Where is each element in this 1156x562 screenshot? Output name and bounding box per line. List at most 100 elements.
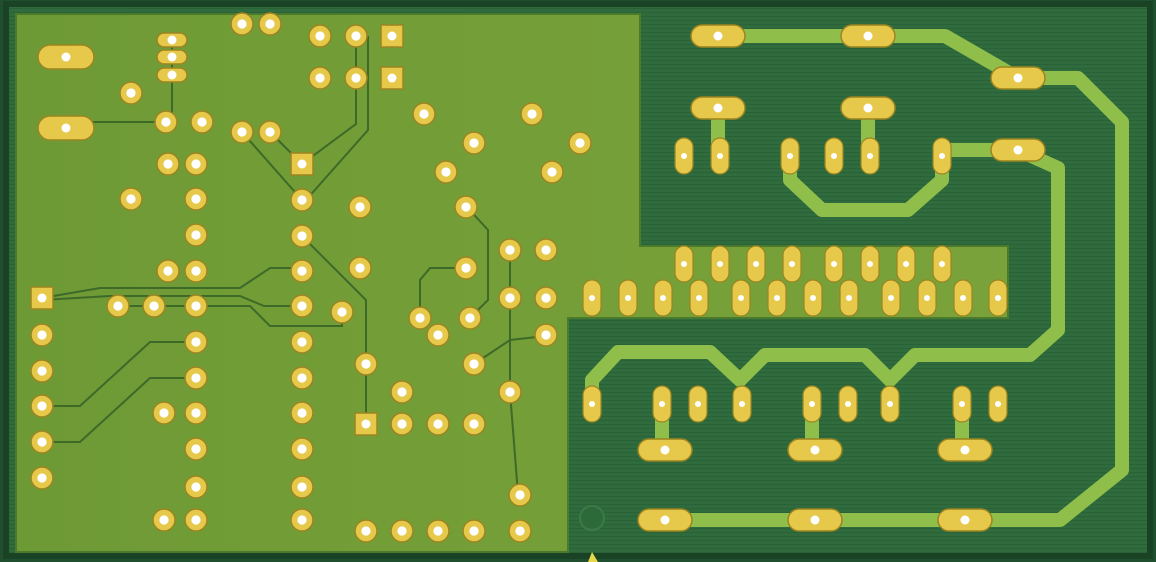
- oval-pad: [37, 115, 95, 141]
- square-pad: [30, 286, 54, 310]
- round-pad: [390, 519, 414, 543]
- oval-pad: [37, 44, 95, 70]
- square-pad: [380, 24, 404, 48]
- round-pad: [462, 131, 486, 155]
- oval-pad: [156, 49, 188, 65]
- smd-pad: [880, 385, 900, 423]
- round-pad: [290, 294, 314, 318]
- round-pad: [508, 519, 532, 543]
- smd-pad: [746, 245, 766, 283]
- oval-pad: [840, 96, 896, 120]
- smd-pad: [838, 385, 858, 423]
- round-pad: [290, 259, 314, 283]
- round-pad: [30, 359, 54, 383]
- copper-pour: [15, 13, 1009, 553]
- round-pad: [154, 110, 178, 134]
- round-pad: [258, 12, 282, 36]
- smd-pad: [860, 245, 880, 283]
- round-pad: [454, 256, 478, 280]
- round-pad: [184, 401, 208, 425]
- round-pad: [119, 187, 143, 211]
- smd-pad: [780, 137, 800, 175]
- smd-pad: [881, 279, 901, 317]
- round-pad: [434, 160, 458, 184]
- test-point: [579, 505, 605, 531]
- round-pad: [152, 401, 176, 425]
- smd-pad: [932, 245, 952, 283]
- round-pad: [426, 412, 450, 436]
- smd-pad: [802, 385, 822, 423]
- smd-pad: [710, 245, 730, 283]
- round-pad: [462, 412, 486, 436]
- round-pad: [290, 508, 314, 532]
- round-pad: [184, 366, 208, 390]
- round-pad: [290, 330, 314, 354]
- round-pad: [412, 102, 436, 126]
- round-pad: [184, 294, 208, 318]
- smd-pad: [803, 279, 823, 317]
- round-pad: [106, 294, 130, 318]
- round-pad: [498, 380, 522, 404]
- round-pad: [230, 12, 254, 36]
- smd-pad: [710, 137, 730, 175]
- round-pad: [184, 152, 208, 176]
- round-pad: [330, 300, 354, 324]
- smd-pad: [689, 279, 709, 317]
- smd-pad: [652, 385, 672, 423]
- round-pad: [462, 352, 486, 376]
- round-pad: [156, 259, 180, 283]
- round-pad: [290, 224, 314, 248]
- smd-pad: [767, 279, 787, 317]
- smd-pad: [582, 279, 602, 317]
- round-pad: [184, 330, 208, 354]
- origin-marker: [588, 552, 598, 562]
- round-pad: [30, 430, 54, 454]
- smd-pad: [688, 385, 708, 423]
- smd-pad: [782, 245, 802, 283]
- round-pad: [30, 394, 54, 418]
- round-pad: [344, 24, 368, 48]
- round-pad: [534, 286, 558, 310]
- smd-pad: [932, 137, 952, 175]
- smd-pad: [582, 385, 602, 423]
- oval-pad: [637, 508, 693, 532]
- oval-pad: [156, 67, 188, 83]
- round-pad: [508, 483, 532, 507]
- round-pad: [156, 152, 180, 176]
- square-pad: [290, 152, 314, 176]
- round-pad: [30, 466, 54, 490]
- round-pad: [184, 187, 208, 211]
- round-pad: [498, 286, 522, 310]
- round-pad: [290, 401, 314, 425]
- oval-pad: [990, 138, 1046, 162]
- round-pad: [190, 110, 214, 134]
- smd-pad: [896, 245, 916, 283]
- round-pad: [458, 306, 482, 330]
- round-pad: [152, 508, 176, 532]
- smd-pad: [917, 279, 937, 317]
- round-pad: [308, 24, 332, 48]
- round-pad: [390, 380, 414, 404]
- round-pad: [258, 120, 282, 144]
- round-pad: [498, 238, 522, 262]
- smd-pad: [731, 279, 751, 317]
- oval-pad: [637, 438, 693, 462]
- round-pad: [184, 508, 208, 532]
- round-pad: [408, 306, 432, 330]
- round-pad: [348, 256, 372, 280]
- smd-pad: [839, 279, 859, 317]
- oval-pad: [787, 438, 843, 462]
- oval-pad: [937, 508, 993, 532]
- pads-layer: [30, 12, 1046, 543]
- round-pad: [390, 412, 414, 436]
- round-pad: [534, 323, 558, 347]
- round-pad: [290, 188, 314, 212]
- round-pad: [354, 352, 378, 376]
- oval-pad: [840, 24, 896, 48]
- round-pad: [568, 131, 592, 155]
- round-pad: [290, 437, 314, 461]
- oval-pad: [156, 32, 188, 48]
- board-outline: [3, 1, 1153, 559]
- smd-pad: [824, 137, 844, 175]
- smd-pad: [674, 245, 694, 283]
